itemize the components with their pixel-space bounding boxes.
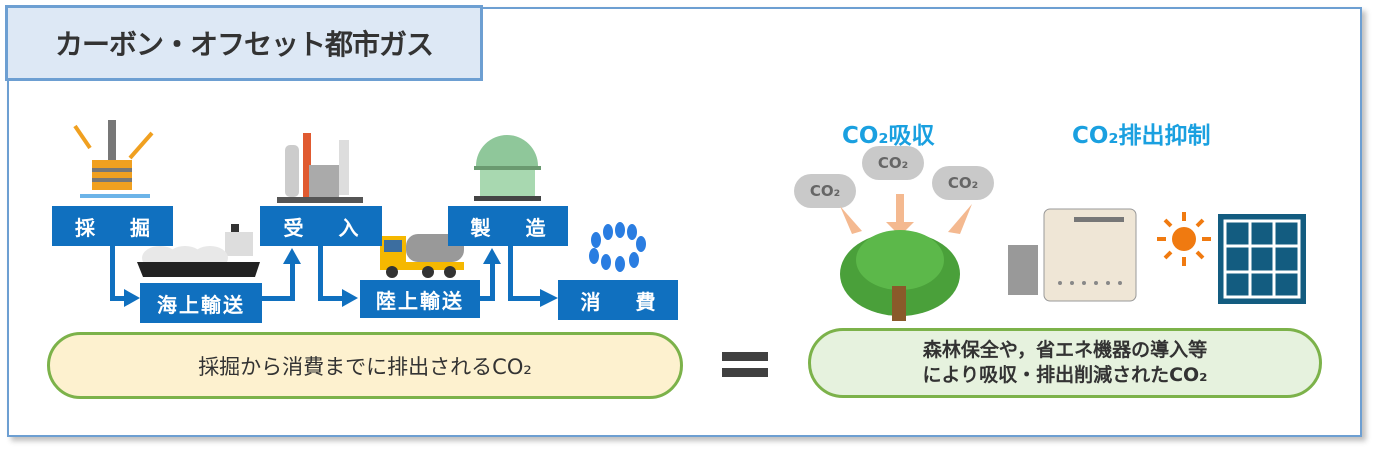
- emissions-summary: 採掘から消費までに排出されるCO₂: [47, 332, 683, 399]
- flow-arrowhead-icon: [342, 289, 358, 307]
- stage-land-transport: 陸上輸送: [360, 280, 480, 318]
- co2-cloud-icon: CO₂: [862, 146, 924, 180]
- offset-summary: 森林保全や，省エネ機器の導入等 により吸収・排出削減されたCO₂: [808, 328, 1322, 398]
- stage-extraction: 採 掘: [52, 206, 173, 246]
- flow-arrow-line: [480, 296, 494, 301]
- sun-icon: [1157, 212, 1211, 266]
- stage-consumption: 消 費: [558, 280, 678, 320]
- flow-arrowhead-icon: [283, 248, 301, 264]
- emissions-summary-text: 採掘から消費までに排出されるCO₂: [198, 354, 532, 379]
- flow-arrow-line: [318, 246, 323, 300]
- gas-flame-icon: [589, 222, 646, 272]
- absorption-header: CO₂吸収: [842, 123, 935, 149]
- co2-cloud-icon: CO₂: [932, 166, 994, 200]
- equals-sign-icon: [722, 352, 768, 384]
- flow-arrow-line: [110, 296, 126, 301]
- flow-arrow-line: [318, 296, 344, 301]
- stage-receiving: 受 入: [260, 206, 382, 246]
- flow-arrowhead-icon: [124, 289, 140, 307]
- offshore-rig-icon: [73, 120, 154, 198]
- flow-arrow-line: [490, 262, 495, 301]
- stage-production: 製 造: [448, 206, 568, 246]
- flow-arrow-line: [262, 296, 294, 301]
- eco-water-heater-icon: [1008, 208, 1137, 302]
- flow-arrow-line: [508, 246, 513, 300]
- suppression-header: CO₂排出抑制: [1072, 123, 1211, 149]
- flow-arrow-line: [508, 296, 542, 301]
- tree-icon: [840, 194, 972, 321]
- offset-summary-line2: により吸収・排出削減されたCO₂: [922, 364, 1208, 386]
- page-title: カーボン・オフセット都市ガス: [54, 28, 434, 61]
- co2-cloud-icon: CO₂: [794, 174, 856, 208]
- gas-holder-icon: [474, 135, 541, 201]
- offset-summary-line1: 森林保全や，省エネ機器の導入等: [922, 339, 1208, 361]
- solar-panel-icon: [1218, 214, 1306, 304]
- flow-arrow-line: [290, 262, 295, 301]
- lng-terminal-icon: [277, 133, 363, 203]
- title-box: カーボン・オフセット都市ガス: [5, 5, 483, 81]
- flow-arrowhead-icon: [540, 289, 558, 307]
- lng-ship-icon: [137, 224, 260, 277]
- stage-sea-transport: 海上輸送: [140, 283, 262, 323]
- flow-arrowhead-icon: [483, 248, 501, 264]
- flow-arrow-line: [110, 246, 115, 300]
